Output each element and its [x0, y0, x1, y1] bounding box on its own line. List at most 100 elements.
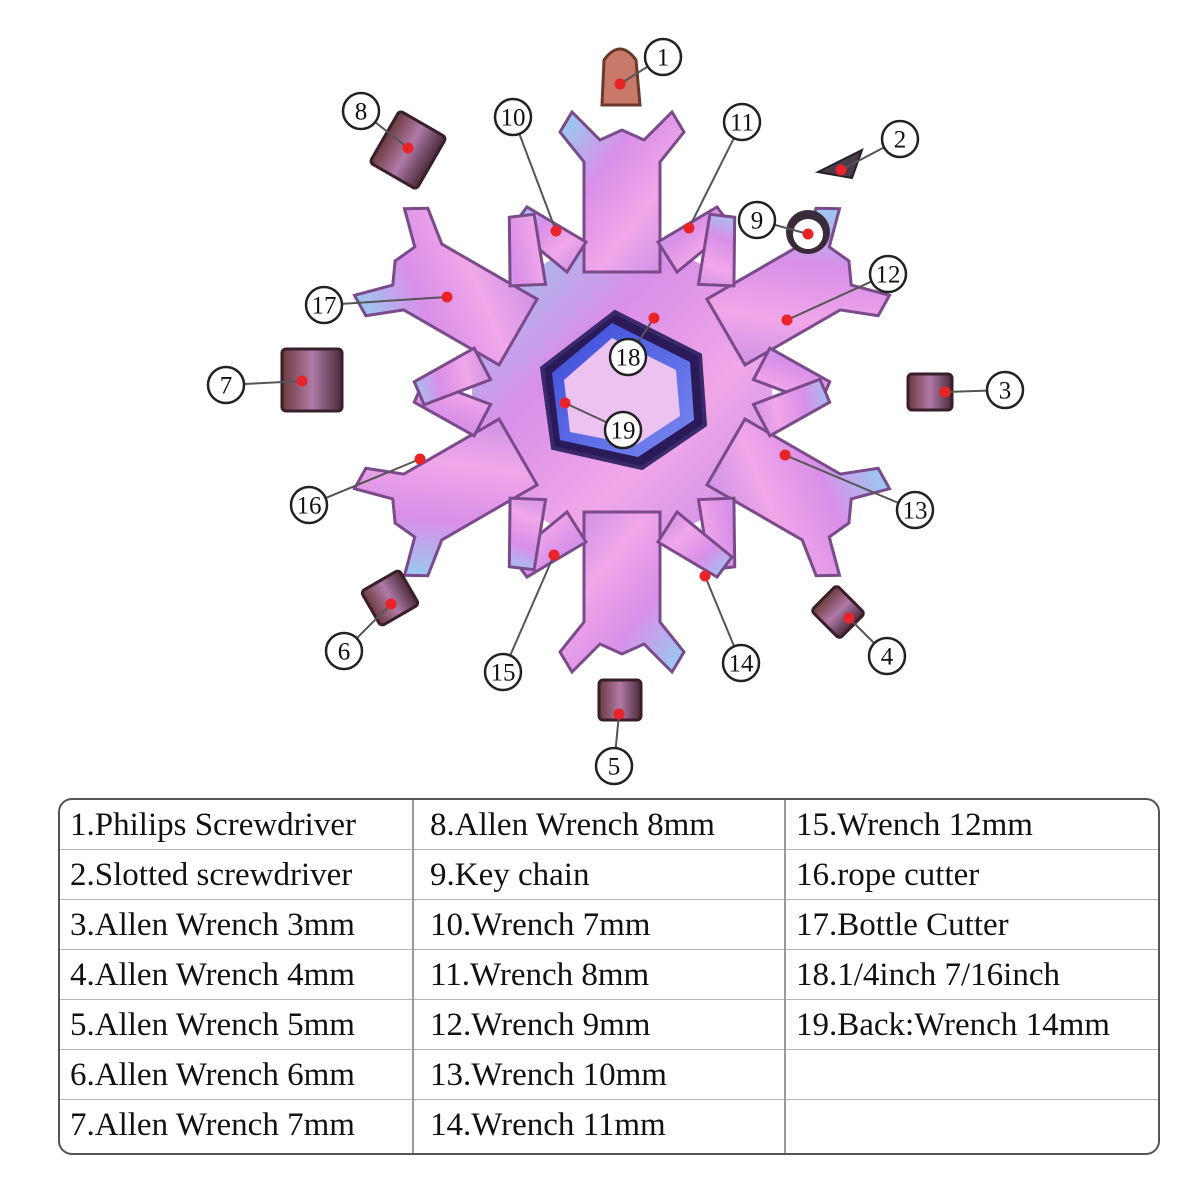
leader-line [614, 713, 620, 749]
callout-circle [643, 37, 683, 77]
tool-arm [352, 206, 548, 407]
legend-column-2: 8.Allen Wrench 8mm 9.Key chain 10.Wrench… [414, 800, 786, 1153]
callout-circle [737, 200, 777, 240]
callout-circle [289, 485, 329, 525]
leader-line [848, 617, 875, 644]
allen-bit [811, 585, 865, 639]
allen-bit [280, 347, 344, 413]
legend-item: 15.Wrench 12mm [786, 800, 1158, 850]
callout-marker [548, 549, 560, 561]
legend-item: 10.Wrench 7mm [414, 900, 784, 950]
callout-marker [648, 312, 660, 324]
callout-number: 17 [312, 293, 337, 320]
callout-number: 15 [491, 660, 516, 687]
callout-number: 12 [876, 262, 901, 289]
slotted-tip [814, 147, 864, 180]
callout-number: 7 [220, 373, 233, 400]
tool-legend-table: 1.Philips Screwdriver 2.Slotted screwdri… [58, 798, 1160, 1155]
leader-line [518, 133, 557, 232]
allen-bit [360, 569, 420, 627]
leader-line [243, 380, 303, 386]
arm-spur [507, 212, 548, 288]
callout-number: 8 [355, 99, 368, 126]
legend-item: 13.Wrench 10mm [414, 1050, 784, 1100]
callout-circle [880, 119, 920, 159]
callout-number: 9 [751, 208, 764, 235]
legend-item: 19.Back:Wrench 14mm [786, 1000, 1158, 1050]
legend-column-1: 1.Philips Screwdriver 2.Slotted screwdri… [60, 800, 414, 1153]
callout-marker [939, 386, 951, 398]
legend-item [786, 1050, 1158, 1100]
legend-item: 5.Allen Wrench 5mm [60, 1000, 412, 1050]
callout-marker [699, 570, 711, 582]
callout-circle [483, 652, 523, 692]
legend-item: 17.Bottle Cutter [786, 900, 1158, 950]
legend-item: 6.Allen Wrench 6mm [60, 1050, 412, 1100]
callout-circle [867, 636, 907, 676]
callout-marker [779, 449, 791, 461]
snowflake-tool-body [280, 47, 954, 722]
philips-bit [600, 47, 642, 107]
callout-circle [603, 410, 643, 450]
callout-number: 5 [608, 754, 621, 781]
leader-line [784, 454, 899, 504]
callout-number: 3 [999, 378, 1012, 405]
arm-spur [751, 377, 832, 438]
callout-marker [559, 397, 571, 409]
callout-marker [683, 222, 695, 234]
callout-circle [594, 746, 634, 786]
callout-marker [385, 598, 397, 610]
arm-spur [507, 496, 548, 572]
leader-lines [243, 65, 988, 749]
leader-line [509, 554, 555, 656]
callout-marker [613, 708, 625, 720]
callout-marker [843, 612, 855, 624]
callout-markers [296, 78, 951, 720]
legend-item: 16.rope cutter [786, 850, 1158, 900]
callout-marker [441, 291, 453, 303]
arm-shape [558, 109, 686, 274]
callout-number: 2 [894, 127, 907, 154]
arm-spur [696, 212, 737, 288]
callout-circle [608, 337, 648, 377]
callout-circle [206, 365, 246, 405]
legend-item: 3.Allen Wrench 3mm [60, 900, 412, 950]
legend-item: 12.Wrench 9mm [414, 1000, 784, 1050]
legend-item: 14.Wrench 11mm [430, 1107, 666, 1143]
legend-item: 8.Allen Wrench 8mm [414, 800, 784, 850]
leader-line [325, 458, 421, 500]
callout-number: 10 [501, 105, 526, 132]
callout-number: 13 [903, 498, 928, 525]
callout-circle [895, 490, 935, 530]
callout-number: 16 [297, 493, 322, 520]
leader-line [840, 146, 885, 171]
arm-spur [412, 346, 493, 407]
leader-line [688, 137, 735, 229]
callout-marker [614, 78, 626, 90]
legend-item: 4.Allen Wrench 4mm [60, 950, 412, 1000]
callout-marker [835, 164, 847, 176]
callout-marker [550, 225, 562, 237]
tool-arm [696, 377, 892, 578]
arm-shape [352, 417, 540, 578]
leader-line [564, 402, 608, 424]
legend-item: 18.1/4inch 7/16inch [786, 950, 1158, 1000]
callout-marker [781, 314, 793, 326]
callout-number: 11 [730, 110, 754, 137]
legend-column-3: 15.Wrench 12mm 16.rope cutter 17.Bottle … [786, 800, 1158, 1153]
callout-marker [802, 228, 814, 240]
callout-number: 4 [881, 644, 894, 671]
callout-circle [324, 631, 364, 671]
callout-marker [296, 375, 308, 387]
leader-line [356, 603, 392, 639]
callout-number: 18 [616, 345, 641, 372]
leader-line [341, 296, 448, 305]
callout-circle [868, 254, 908, 294]
legend-item: 2.Slotted screwdriver [60, 850, 412, 900]
callout-marker [402, 142, 414, 154]
callout-circle [721, 643, 761, 683]
callout-circle [985, 370, 1025, 410]
arm-shape [558, 510, 686, 675]
